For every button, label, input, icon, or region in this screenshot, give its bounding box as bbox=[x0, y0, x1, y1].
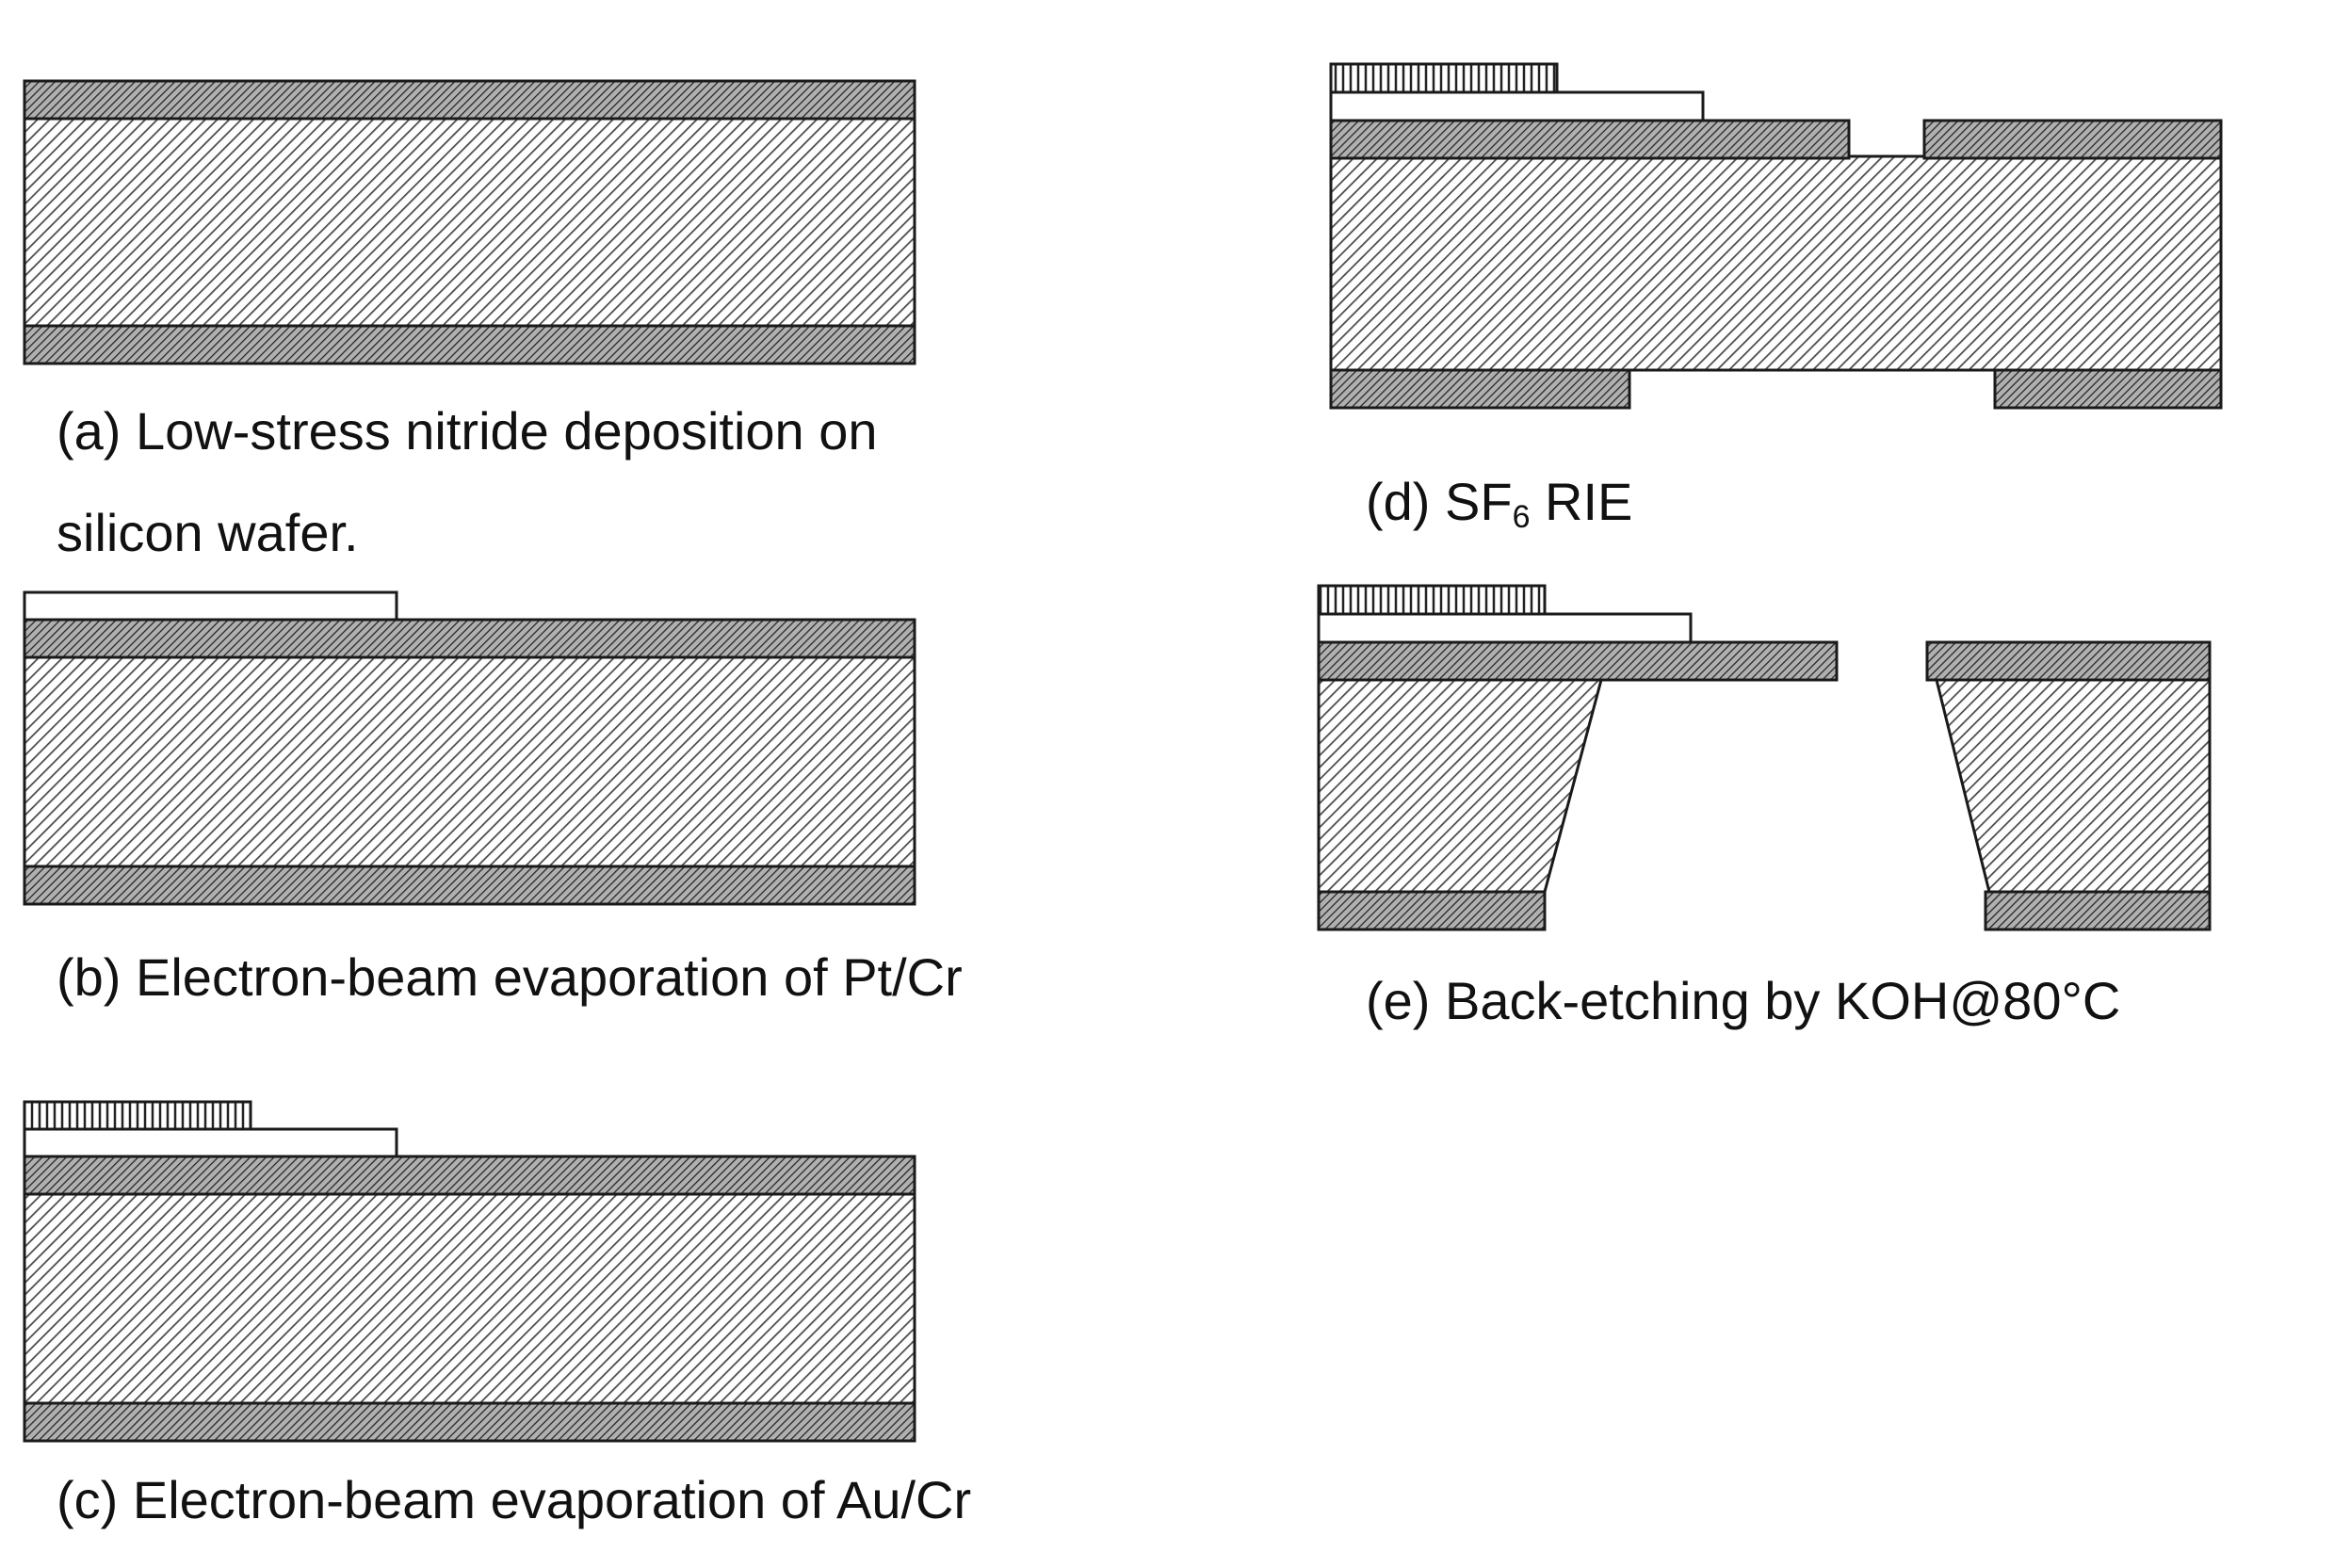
step-a-caption-line2: silicon wafer. bbox=[57, 503, 359, 562]
step-d-caption-subscript: 6 bbox=[1512, 499, 1531, 535]
step-b-cross-section bbox=[23, 590, 916, 906]
step-d-ptcr-layer bbox=[1329, 90, 1705, 122]
step-a-caption-line1: (a) Low-stress nitride deposition on bbox=[57, 401, 878, 461]
step-e-aucr-layer bbox=[1317, 584, 1547, 616]
step-e-nitride-membrane-right bbox=[1925, 640, 2212, 682]
step-e-silicon-right-etched bbox=[1935, 678, 2212, 894]
step-a-bottom-nitride bbox=[23, 324, 916, 365]
step-b-ptcr-layer bbox=[23, 590, 398, 622]
step-d-cross-section bbox=[1329, 62, 2223, 410]
step-d-caption: (d) SF6 RIE bbox=[1366, 476, 1632, 535]
step-b-bottom-nitride bbox=[23, 865, 916, 906]
step-d-caption-prefix: (d) SF bbox=[1366, 472, 1513, 531]
step-c-top-nitride bbox=[23, 1155, 916, 1196]
step-a-cross-section bbox=[23, 79, 916, 365]
step-a-silicon-wafer bbox=[23, 117, 916, 328]
step-c-caption: (c) Electron-beam evaporation of Au/Cr bbox=[57, 1470, 972, 1529]
step-d-aucr-layer bbox=[1329, 62, 1559, 94]
step-c-silicon-wafer bbox=[23, 1192, 916, 1405]
step-e-bottom-nitride-left bbox=[1317, 890, 1547, 931]
step-d-bottom-nitride-left bbox=[1329, 368, 1631, 410]
step-e-cross-section bbox=[1317, 584, 2212, 931]
step-d-bottom-nitride-right bbox=[1993, 368, 2223, 410]
step-c-ptcr-layer bbox=[23, 1127, 398, 1158]
step-d-top-nitride-right bbox=[1922, 119, 2223, 160]
step-c-cross-section bbox=[23, 1100, 916, 1443]
step-e-silicon-left-etched bbox=[1317, 678, 1603, 894]
step-e-nitride-membrane-left bbox=[1317, 640, 1839, 682]
step-e-ptcr-layer bbox=[1317, 612, 1693, 644]
step-b-silicon-wafer bbox=[23, 655, 916, 868]
step-d-silicon-wafer bbox=[1329, 154, 2223, 372]
step-a-top-nitride bbox=[23, 79, 916, 121]
step-e-caption: (e) Back-etching by KOH@80°C bbox=[1366, 971, 2121, 1030]
step-d-caption-suffix: RIE bbox=[1530, 472, 1633, 531]
step-d-top-nitride-left bbox=[1329, 119, 1851, 160]
step-c-aucr-layer bbox=[23, 1100, 252, 1131]
step-e-bottom-nitride-right bbox=[1984, 890, 2212, 931]
step-b-top-nitride bbox=[23, 618, 916, 659]
step-b-caption: (b) Electron-beam evaporation of Pt/Cr bbox=[57, 947, 963, 1007]
step-c-bottom-nitride bbox=[23, 1401, 916, 1443]
